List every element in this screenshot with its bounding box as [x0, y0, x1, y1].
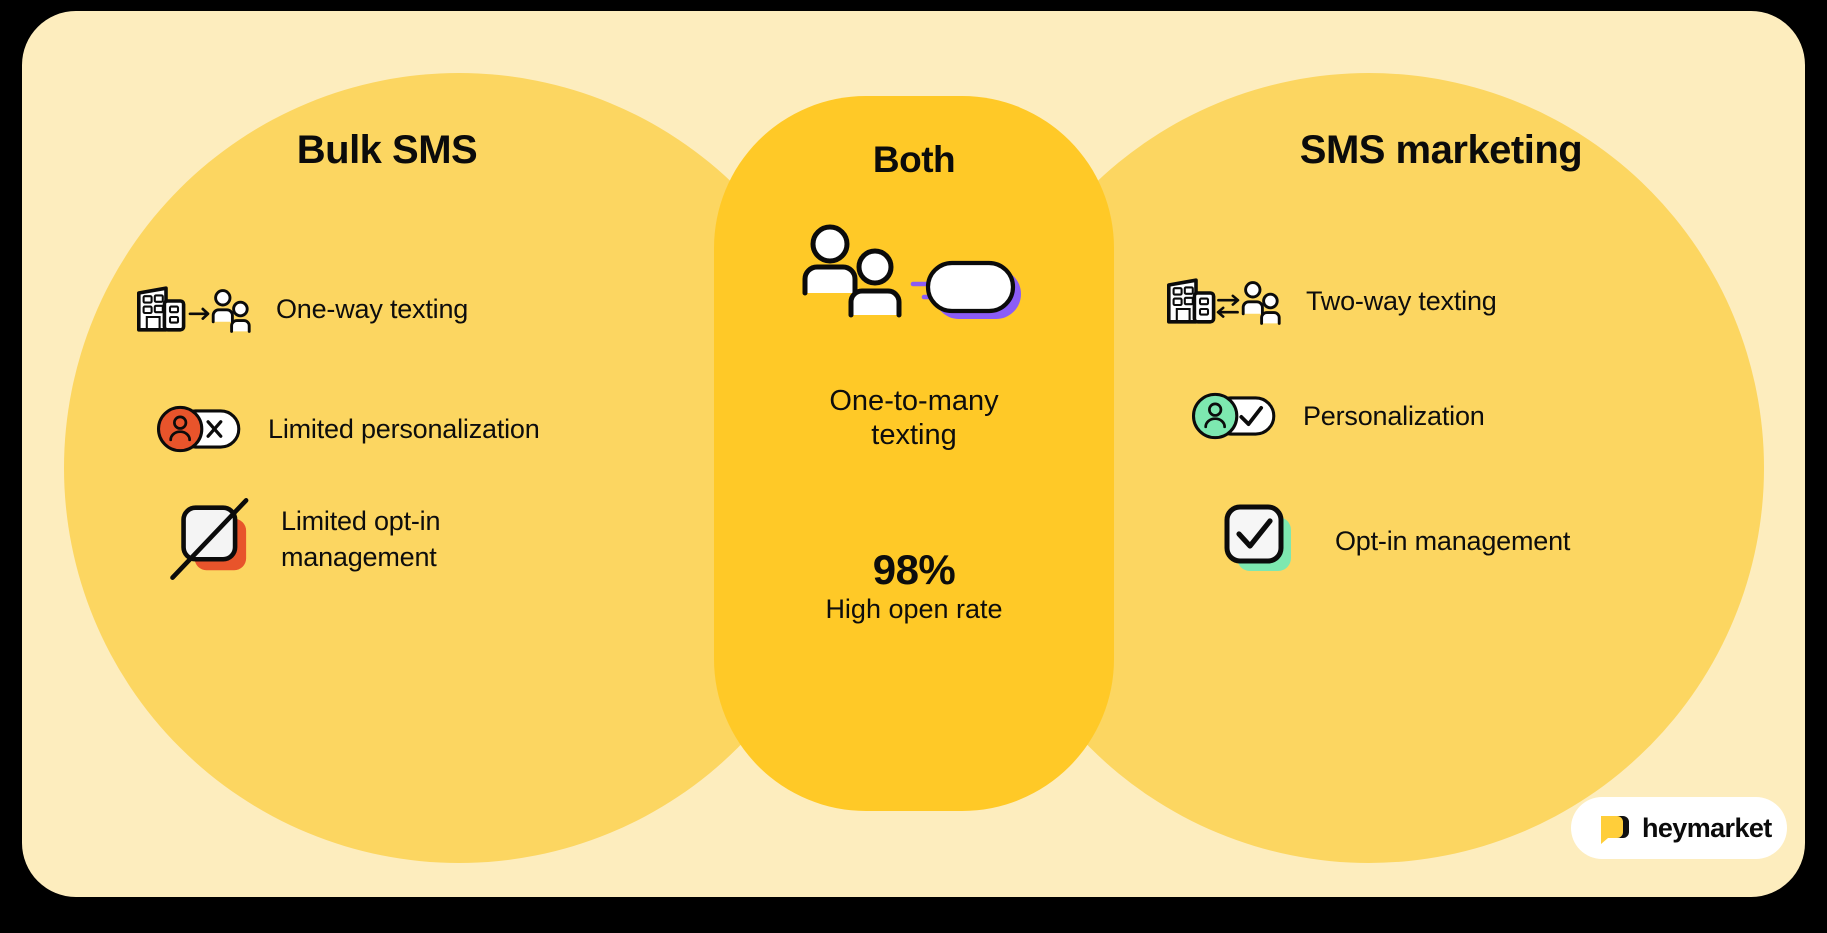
feature-label: Limited personalization [268, 413, 540, 444]
feature-limited-opt-in-management: Limited opt-in management [167, 498, 441, 580]
toggle-off-person-x-icon [154, 389, 246, 469]
center-subtitle: One-to-many texting [829, 385, 999, 452]
feature-two-way-texting: Two-way texting [1164, 261, 1497, 341]
feature-label: Limited opt-in management [281, 505, 441, 572]
checkbox-disabled-slash-icon [167, 498, 259, 580]
column-title-sms-marketing: SMS marketing [1299, 128, 1583, 172]
checkbox-checked-icon [1221, 501, 1313, 581]
infographic-card: Bulk SMS [22, 11, 1805, 897]
feature-label: One-way texting [276, 293, 469, 324]
venn-center-panel [714, 96, 1114, 811]
feature-label: Two-way texting [1306, 285, 1497, 316]
building-two-way-arrows-people-icon [1164, 261, 1284, 341]
column-both: Both [714, 11, 1114, 897]
heymarket-logo[interactable]: heymarket [1571, 797, 1787, 859]
feature-label: Personalization [1303, 400, 1485, 431]
two-people-speech-bubble-icon [714, 223, 1114, 323]
building-one-way-arrow-people-icon [134, 269, 254, 349]
heymarket-wordmark: heymarket [1642, 812, 1772, 843]
column-title-both: Both [872, 139, 956, 180]
column-sms-marketing: SMS marketing [1116, 11, 1766, 897]
column-title-bulk-sms: Bulk SMS [296, 128, 478, 172]
toggle-on-person-check-icon [1189, 376, 1281, 456]
heymarket-speech-bubble-logo [1597, 810, 1633, 846]
feature-personalization: Personalization [1189, 376, 1485, 456]
center-stat-caption: High open rate [825, 594, 1003, 624]
column-bulk-sms: Bulk SMS [62, 11, 712, 897]
center-stat-value: 98% [872, 546, 956, 593]
feature-one-way-texting: One-way texting [134, 269, 468, 349]
feature-opt-in-management: Opt-in management [1221, 501, 1570, 581]
feature-limited-personalization: Limited personalization [154, 389, 540, 469]
feature-label: Opt-in management [1335, 525, 1571, 556]
